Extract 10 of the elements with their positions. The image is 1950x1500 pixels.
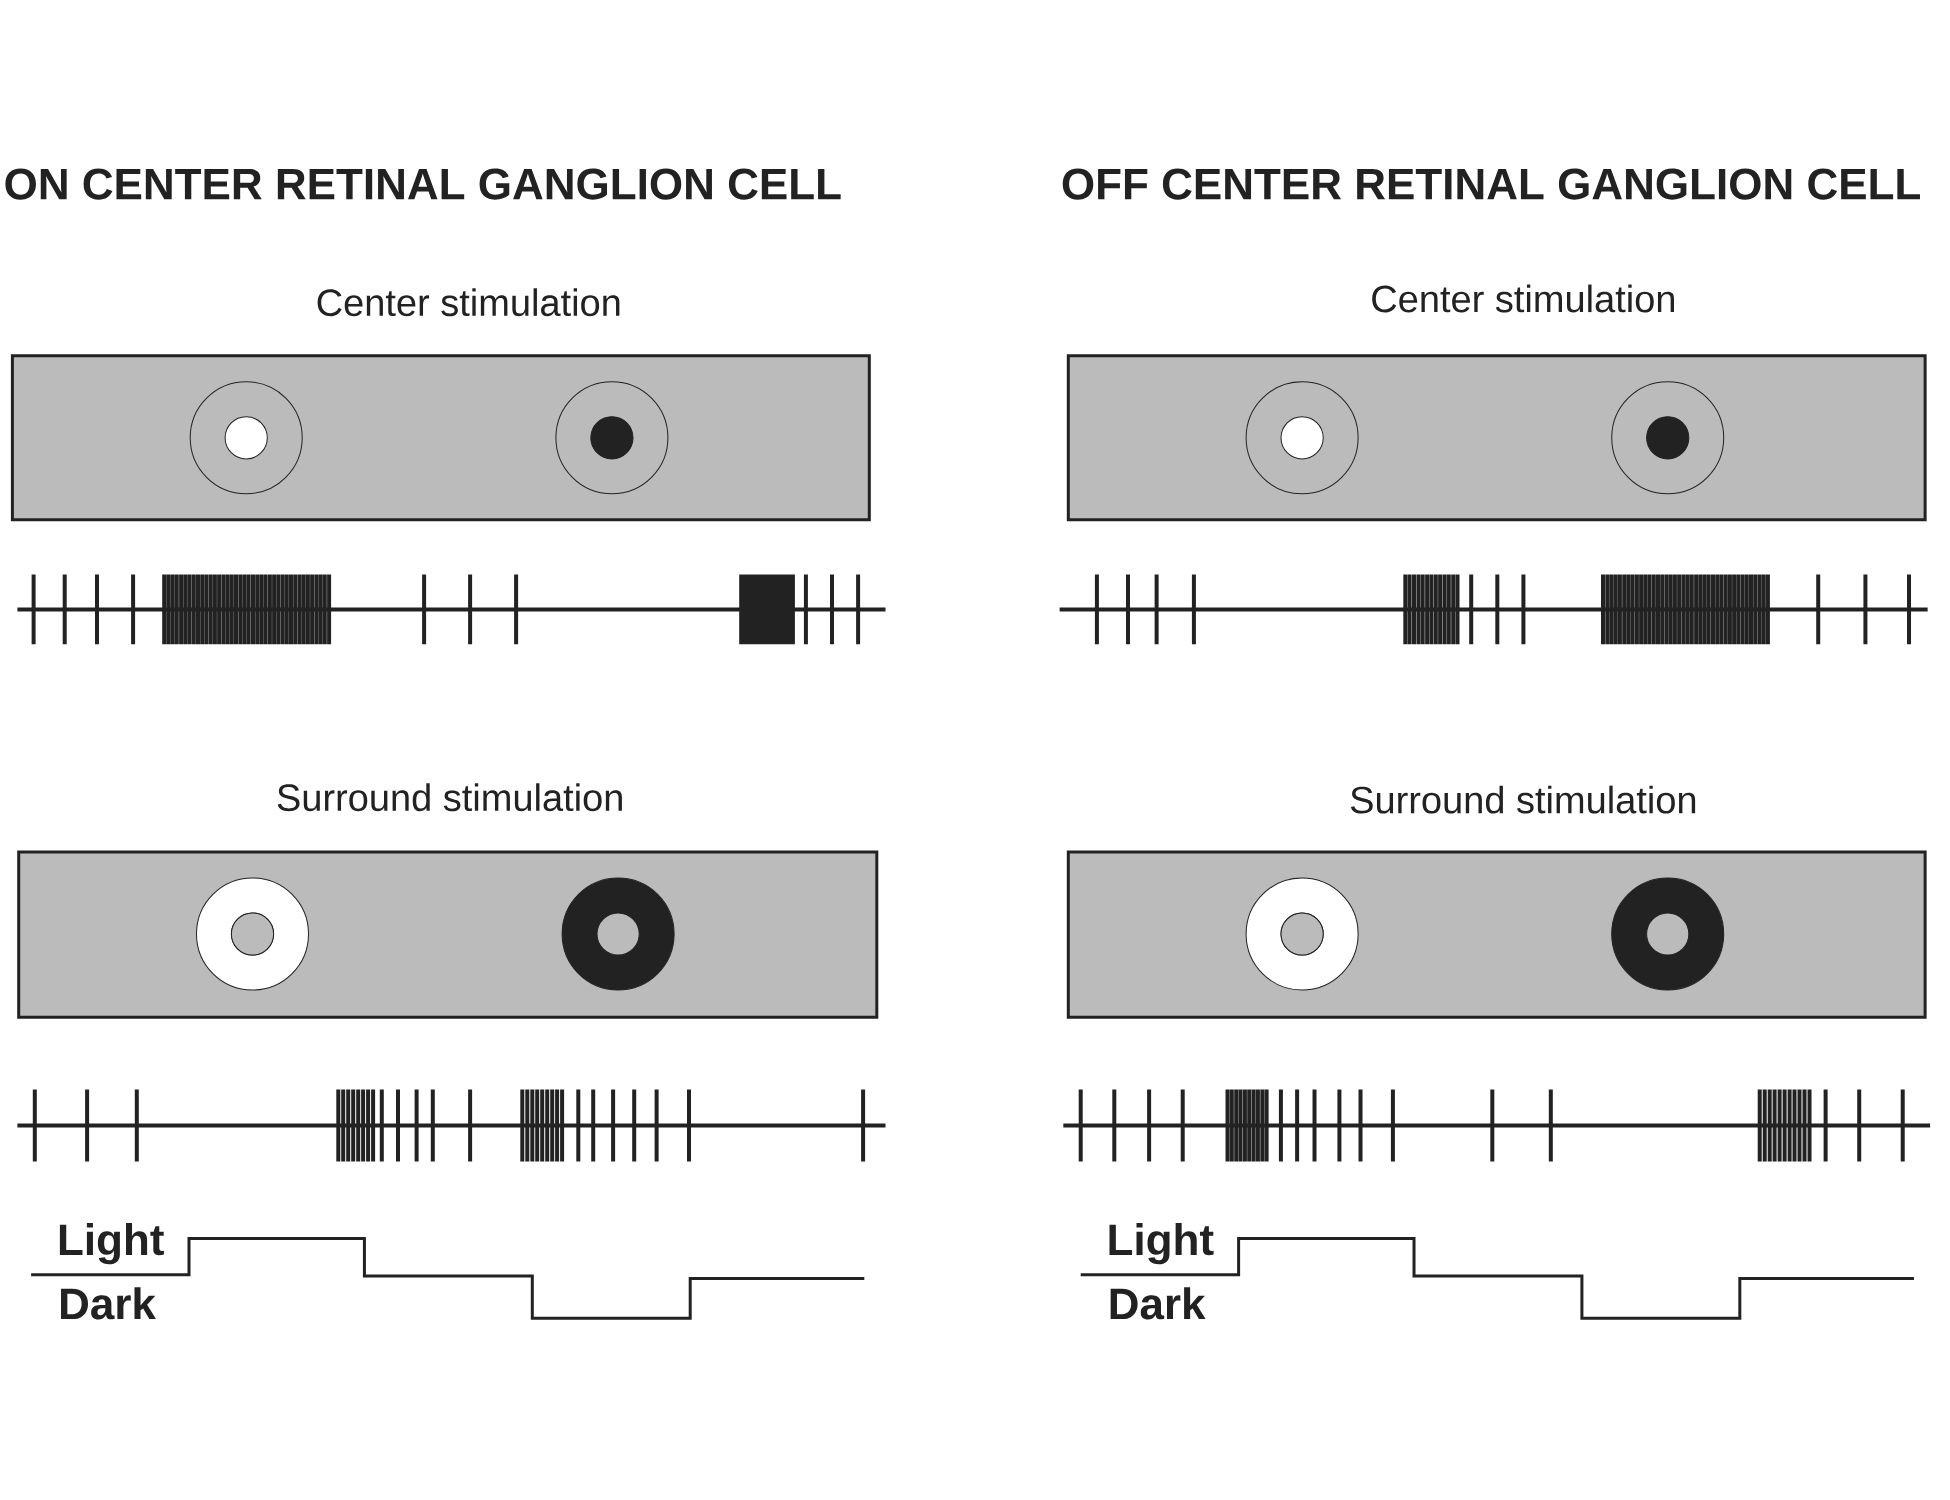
subtitle: Surround stimulation [277,783,622,812]
subtitle: Surround stimulation [1350,785,1696,814]
title: OFF CENTER RETINAL GANGLION CELL [1062,168,1920,200]
title: ON CENTER RETINAL GANGLION CELL [5,168,841,200]
subtitle: Center stimulation [317,288,620,317]
level-label: Light [59,1223,164,1265]
level-label: Dark [1110,1287,1206,1320]
level-label: Dark [61,1287,156,1320]
subtitle: Center stimulation [1372,284,1674,313]
level-label: Light [1109,1223,1214,1265]
